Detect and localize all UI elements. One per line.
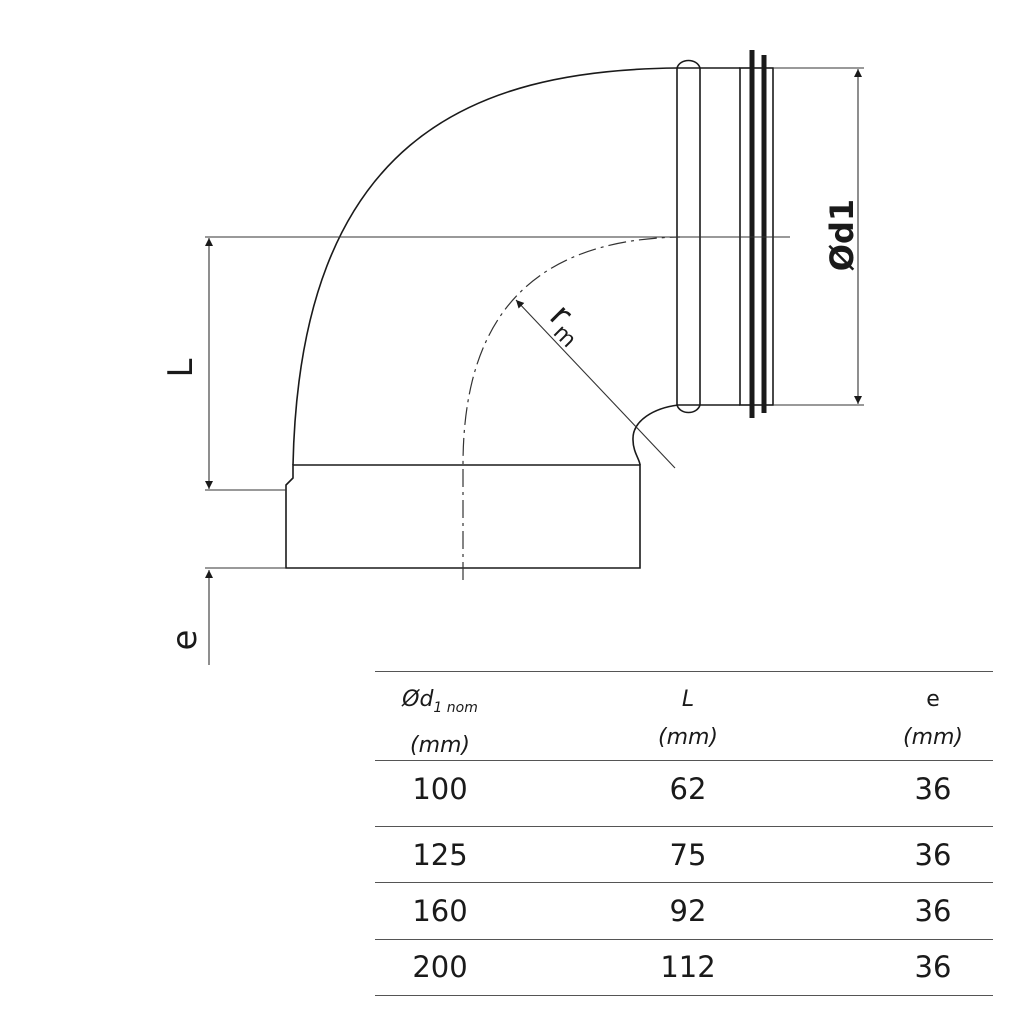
table-row: 100 62 36 bbox=[375, 772, 993, 812]
table-row: 200 112 36 bbox=[375, 950, 993, 990]
cell-L: 62 bbox=[669, 772, 707, 806]
label-rm: rm bbox=[538, 296, 595, 353]
cell-e: 36 bbox=[914, 838, 952, 872]
cell-d1: 100 bbox=[412, 772, 468, 806]
header-e: e (mm) bbox=[902, 687, 964, 750]
label-L: L bbox=[161, 358, 201, 377]
elbow-drawing: L e Ød1 rm bbox=[161, 50, 864, 665]
cell-d1: 160 bbox=[412, 894, 468, 928]
table-row: 125 75 36 bbox=[375, 838, 993, 878]
cell-d1: 125 bbox=[412, 838, 468, 872]
label-e: e bbox=[165, 630, 205, 651]
cell-e: 36 bbox=[914, 894, 952, 928]
label-d1: Ød1 bbox=[823, 199, 861, 271]
cell-L: 92 bbox=[669, 894, 707, 928]
elbow-outer-curve bbox=[292, 67, 678, 466]
table-row: 160 92 36 bbox=[375, 894, 993, 934]
cell-L: 75 bbox=[669, 838, 707, 872]
cell-d1: 200 bbox=[412, 950, 468, 984]
cell-e: 36 bbox=[914, 772, 952, 806]
dimension-rm bbox=[515, 299, 676, 469]
centerline bbox=[462, 236, 681, 580]
cell-L: 112 bbox=[660, 950, 716, 984]
header-L: L (mm) bbox=[657, 687, 719, 750]
header-d1: Ød1 nom (mm) bbox=[402, 687, 478, 758]
cell-e: 36 bbox=[914, 950, 952, 984]
elbow-inner-curve bbox=[632, 404, 679, 466]
